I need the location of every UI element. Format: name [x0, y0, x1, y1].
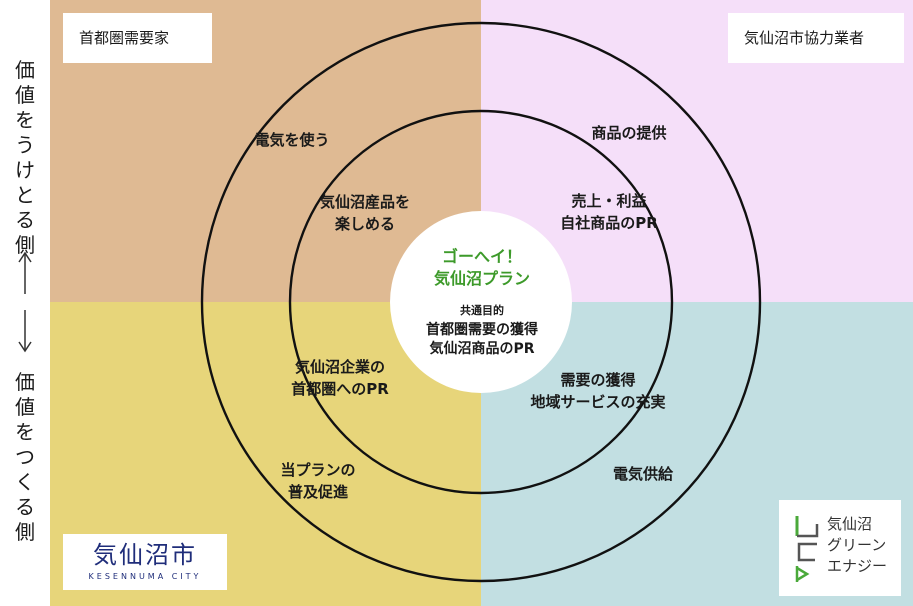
corp-pr-line2: 首都圏へのPR — [291, 380, 389, 398]
plan-promotion-label: 当プランの 普及促進 — [280, 459, 355, 503]
sales-line2: 自社商品のPR — [560, 214, 658, 232]
kge-line3: エナジー — [827, 557, 888, 575]
use-electricity-label: 電気を使う — [254, 131, 330, 149]
enjoy-products-line1: 気仙沼産品を — [319, 193, 411, 211]
sales-line1: 売上・利益 — [571, 192, 647, 210]
power-supply-label: 電気供給 — [612, 465, 674, 483]
kge-line1: 気仙沼 — [827, 515, 873, 533]
demand-line2: 地域サービスの充実 — [530, 393, 666, 411]
enjoy-products-label: 気仙沼産品を 楽しめる — [320, 191, 410, 235]
kge-text: 気仙沼 グリーン エナジー — [827, 514, 887, 577]
provide-goods-label: 商品の提供 — [591, 124, 667, 142]
receive-side-label: 価値をうけとる側 — [15, 58, 35, 257]
enjoy-products-line2: 楽しめる — [334, 215, 396, 233]
demand-line1: 需要の獲得 — [560, 371, 636, 389]
common-goal-text: 首都圏需要の獲得 気仙沼商品のPR — [426, 321, 538, 359]
spread-line1: 当プランの — [280, 461, 356, 479]
outer-circle — [200, 21, 762, 583]
spread-line2: 普及促進 — [287, 483, 349, 501]
common-goal-heading: 共通目的 — [460, 304, 504, 317]
kge-line2: グリーン — [827, 536, 887, 554]
goal-line2: 気仙沼商品のPR — [429, 341, 535, 357]
city-logo-romaji: KESENNUMA CITY — [88, 572, 202, 581]
value-axis: 価値をうけとる側 価値をつくる側 — [0, 0, 50, 606]
plan-title: ゴーへイ！ 気仙沼プラン — [434, 246, 530, 290]
city-logo-name: 気仙沼市 — [93, 541, 197, 569]
create-side-label: 価値をつくる側 — [15, 370, 35, 544]
kge-mark-icon — [795, 516, 819, 582]
center-circle — [390, 211, 572, 393]
partner-businesses-label: 気仙沼市協力業者 — [728, 13, 904, 63]
kge-logo: 気仙沼 グリーン エナジー — [779, 500, 901, 596]
corp-pr-line1: 気仙沼企業の — [294, 358, 386, 376]
city-logo: 気仙沼市 KESENNUMA CITY — [63, 534, 227, 590]
plan-title-line2: 気仙沼プラン — [433, 269, 531, 288]
goal-line1: 首都圏需要の獲得 — [426, 322, 538, 338]
capital-consumers-label: 首都圏需要家 — [63, 13, 212, 63]
inner-circle — [288, 109, 674, 495]
corporate-pr-label: 気仙沼企業の 首都圏へのPR — [291, 356, 389, 400]
double-arrow-icon — [18, 251, 32, 353]
demand-acquisition-label: 需要の獲得 地域サービスの充実 — [530, 369, 665, 413]
sales-profit-label: 売上・利益 自社商品のPR — [560, 190, 658, 234]
plan-title-line1: ゴーへイ！ — [441, 247, 523, 266]
